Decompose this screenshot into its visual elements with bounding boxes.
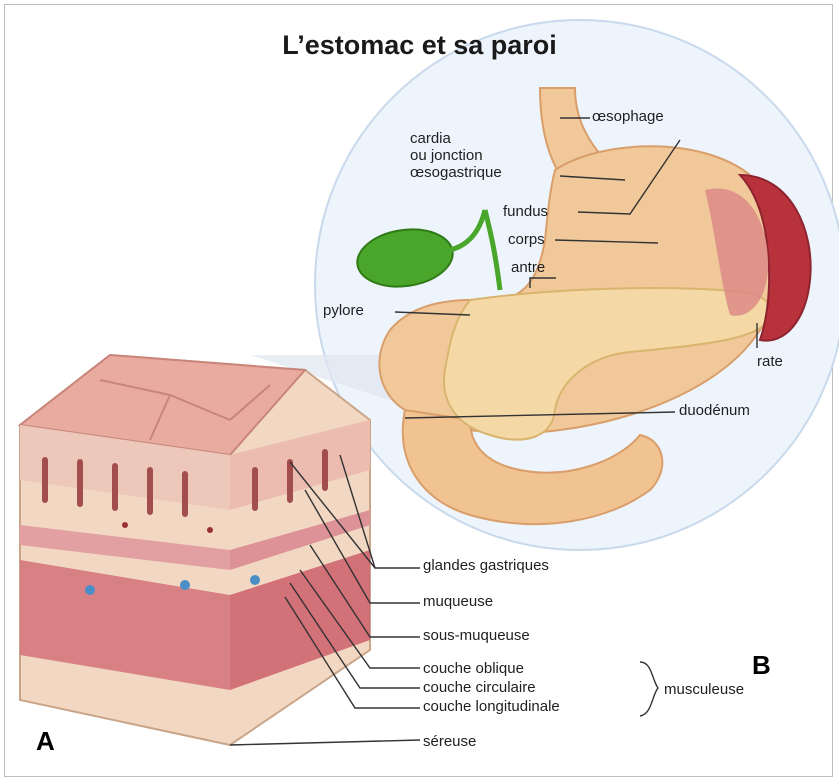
label-couche-longitudinale: couche longitudinale — [423, 698, 560, 715]
label-couche-oblique: couche oblique — [423, 660, 524, 677]
label-sous-muqueuse: sous-muqueuse — [423, 627, 530, 644]
panel-label-a: A — [36, 726, 55, 757]
label-rate: rate — [757, 353, 783, 370]
label-muqueuse: muqueuse — [423, 593, 493, 610]
figure-title: L’estomac et sa paroi — [0, 30, 839, 61]
label-couche-circulaire: couche circulaire — [423, 679, 536, 696]
panel-label-b: B — [752, 650, 771, 681]
label-sereuse: séreuse — [423, 733, 476, 750]
label-antre: antre — [511, 259, 545, 276]
wall-section-block — [20, 355, 370, 745]
label-oesophage: œsophage — [592, 108, 664, 125]
label-pylore: pylore — [323, 302, 364, 319]
label-cardia: cardia ou jonction œsogastrique — [410, 130, 502, 181]
label-musculeuse: musculeuse — [664, 681, 744, 698]
label-glandes-gastriques: glandes gastriques — [423, 557, 549, 574]
label-corps: corps — [508, 231, 545, 248]
label-duodenum: duodénum — [679, 402, 750, 419]
label-fundus: fundus — [503, 203, 548, 220]
